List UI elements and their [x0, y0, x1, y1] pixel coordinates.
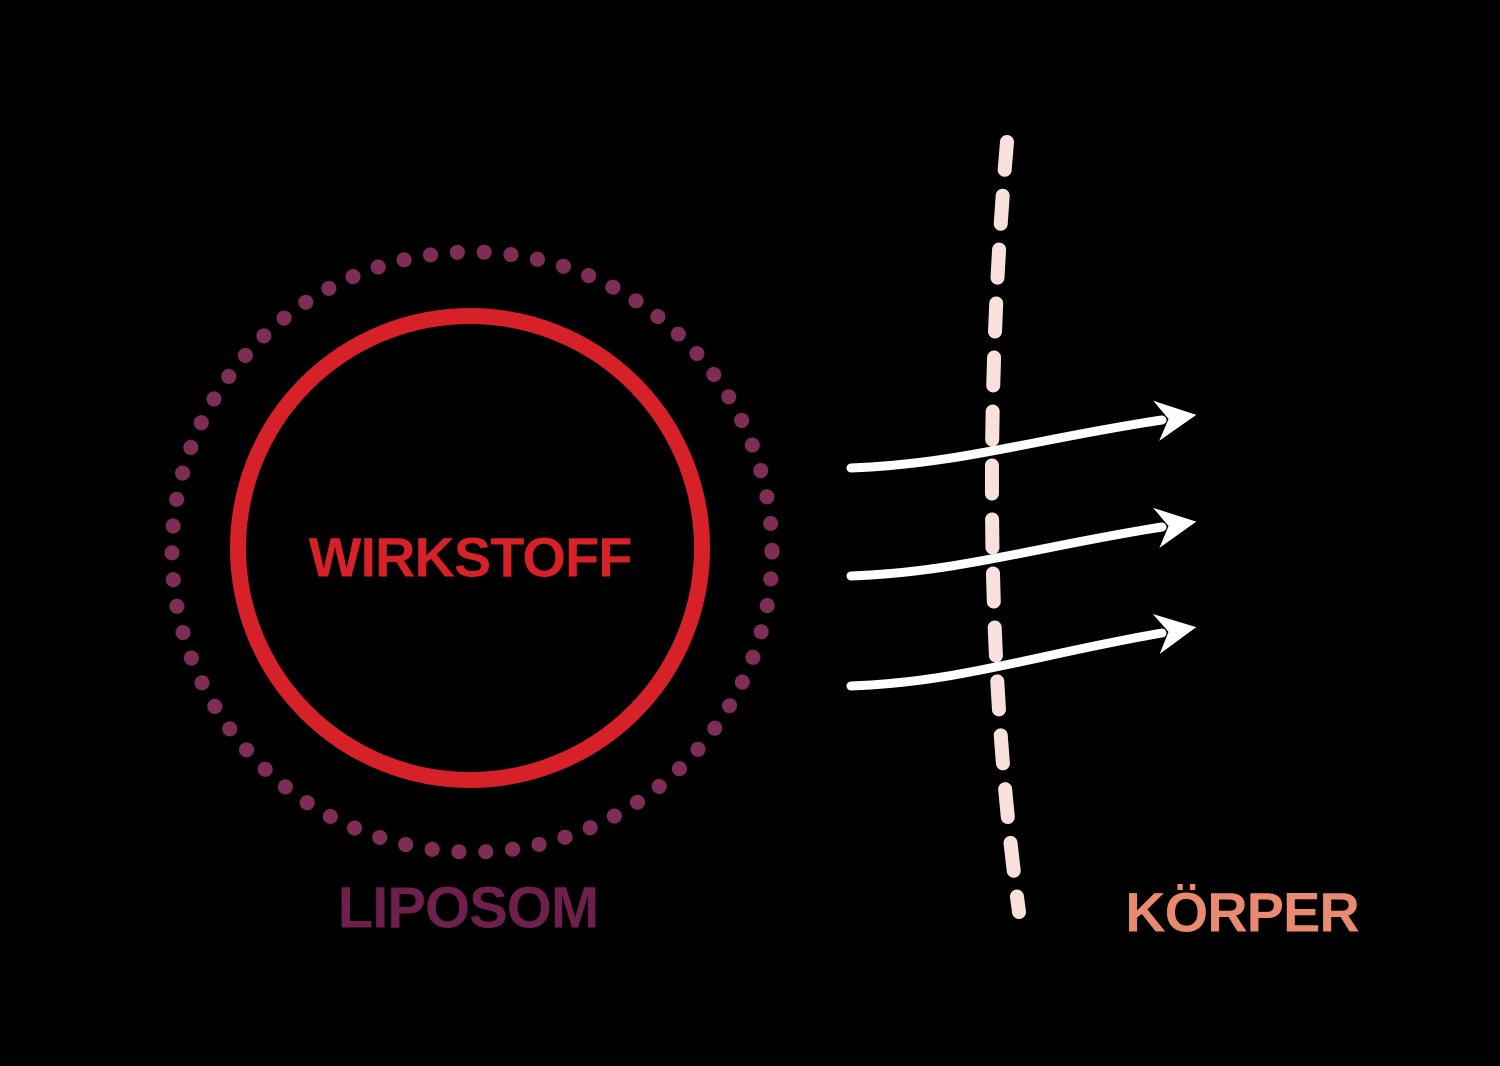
body-label: KÖRPER [1125, 880, 1360, 944]
dotted-ring-icon [164, 244, 780, 860]
active-ingredient-label: WIRKSTOFF [308, 525, 633, 589]
arrow-right-icon-top [846, 400, 1197, 473]
liposome-label: LIPOSOM [337, 875, 599, 941]
arrow-right-icon-bottom [846, 614, 1197, 691]
solid-circle-icon [230, 308, 710, 788]
dashed-line-icon [984, 135, 1026, 919]
arrow-right-icon-middle [846, 507, 1197, 581]
